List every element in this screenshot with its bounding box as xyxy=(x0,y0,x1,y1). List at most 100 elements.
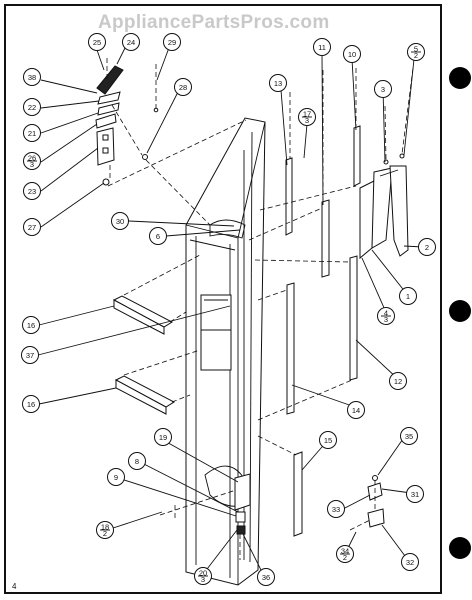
callout-number: 31 xyxy=(411,490,419,499)
lower-hinge-assembly xyxy=(159,473,251,560)
callout-circle xyxy=(399,287,417,305)
callout-35: 35 xyxy=(400,427,418,445)
callout-13: 13 xyxy=(269,74,287,92)
callout-circle xyxy=(319,431,337,449)
callout-number: 23 xyxy=(28,187,36,196)
callout-28: 28 xyxy=(174,78,192,96)
callout-circle xyxy=(389,372,407,390)
callout-circle xyxy=(21,346,39,364)
callout-number: 14 xyxy=(352,406,360,415)
callout-number: 19 xyxy=(159,433,167,442)
callout-circle xyxy=(374,80,392,98)
callout-number: 22 xyxy=(28,103,36,112)
callout-number: 26 xyxy=(28,153,36,162)
callout-15: 15 xyxy=(319,431,337,449)
callout-circle xyxy=(257,568,275,586)
callout-number: 17 xyxy=(303,109,311,118)
callout-circle xyxy=(347,401,365,419)
callout-33: 33 xyxy=(327,500,345,518)
upper-hinge-assembly xyxy=(95,58,247,226)
callout-12: 12 xyxy=(389,372,407,390)
callout-number: 10 xyxy=(348,50,356,59)
callout-20: 203 xyxy=(194,567,212,585)
callout-number: 27 xyxy=(28,223,36,232)
callout-circle xyxy=(163,33,181,51)
callout-circle xyxy=(400,427,418,445)
diagram-frame xyxy=(4,4,442,594)
callout-number: 16 xyxy=(27,400,35,409)
callout-number: 6 xyxy=(156,232,160,241)
handle-assembly xyxy=(359,67,414,260)
callout-circle xyxy=(327,500,345,518)
callout-circle xyxy=(401,553,419,571)
callout-10: 10 xyxy=(343,45,361,63)
callout-quantity: 2 xyxy=(414,51,418,60)
callout-quantity: 3 xyxy=(305,116,309,125)
callout-number: 32 xyxy=(406,558,414,567)
callout-number: 28 xyxy=(179,83,187,92)
callout-quantity: 2 xyxy=(103,529,107,538)
callout-circle xyxy=(111,212,129,230)
callout-16b: 16 xyxy=(22,395,40,413)
callout-number: 15 xyxy=(324,436,332,445)
callout-quantity: 3 xyxy=(30,160,34,169)
callout-number: 11 xyxy=(318,43,326,52)
callout-6: 6 xyxy=(149,227,167,245)
door-panel xyxy=(185,117,266,586)
callout-quantity: 3 xyxy=(384,315,388,324)
callout-number: 13 xyxy=(274,79,282,88)
callout-3: 3 xyxy=(374,80,392,98)
callout-18: 182 xyxy=(96,521,114,539)
callout-number: 2 xyxy=(425,243,429,252)
binder-hole-mark-middle xyxy=(449,300,471,322)
callout-5: 52 xyxy=(407,43,425,61)
callout-1: 1 xyxy=(399,287,417,305)
callout-number: 5 xyxy=(414,44,418,53)
callout-37: 37 xyxy=(21,346,39,364)
watermark: AppliancePartsPros.com xyxy=(98,12,330,33)
callout-number: 12 xyxy=(394,377,402,386)
callout-number: 18 xyxy=(101,522,109,531)
callout-number: 29 xyxy=(168,38,176,47)
callout-number: 9 xyxy=(114,473,118,482)
callout-number: 1 xyxy=(406,292,410,301)
callout-circle xyxy=(174,78,192,96)
callout-number: 37 xyxy=(26,351,34,360)
page-number: 4 xyxy=(12,582,17,591)
callout-circle xyxy=(23,182,41,200)
callout-circle xyxy=(23,98,41,116)
callout-circle xyxy=(128,452,146,470)
callout-circle xyxy=(418,238,436,256)
callout-number: 33 xyxy=(332,505,340,514)
callout-number: 30 xyxy=(116,217,124,226)
callout-14: 14 xyxy=(347,401,365,419)
callout-number: 16 xyxy=(27,321,35,330)
callout-19: 19 xyxy=(154,428,172,446)
callout-8: 8 xyxy=(128,452,146,470)
callout-31: 31 xyxy=(406,485,424,503)
callout-number: 34 xyxy=(341,546,349,555)
callout-23: 23 xyxy=(23,182,41,200)
binder-hole-mark-bottom xyxy=(449,537,471,559)
callout-number: 3 xyxy=(381,85,385,94)
callout-34: 342 xyxy=(336,545,354,563)
callout-11: 11 xyxy=(313,38,331,56)
callout-number: 38 xyxy=(28,73,36,82)
callout-circle xyxy=(88,33,106,51)
callout-32: 32 xyxy=(401,553,419,571)
callout-quantity: 3 xyxy=(201,575,205,584)
callout-25: 25 xyxy=(88,33,106,51)
callout-number: 36 xyxy=(262,573,270,582)
callout-circle xyxy=(149,227,167,245)
callout-29: 29 xyxy=(163,33,181,51)
callout-circle xyxy=(107,468,125,486)
callout-number: 35 xyxy=(405,432,413,441)
callout-circle xyxy=(122,33,140,51)
callout-4: 43 xyxy=(377,307,395,325)
callout-24: 24 xyxy=(122,33,140,51)
callout-number: 8 xyxy=(135,457,139,466)
callout-circle xyxy=(406,485,424,503)
